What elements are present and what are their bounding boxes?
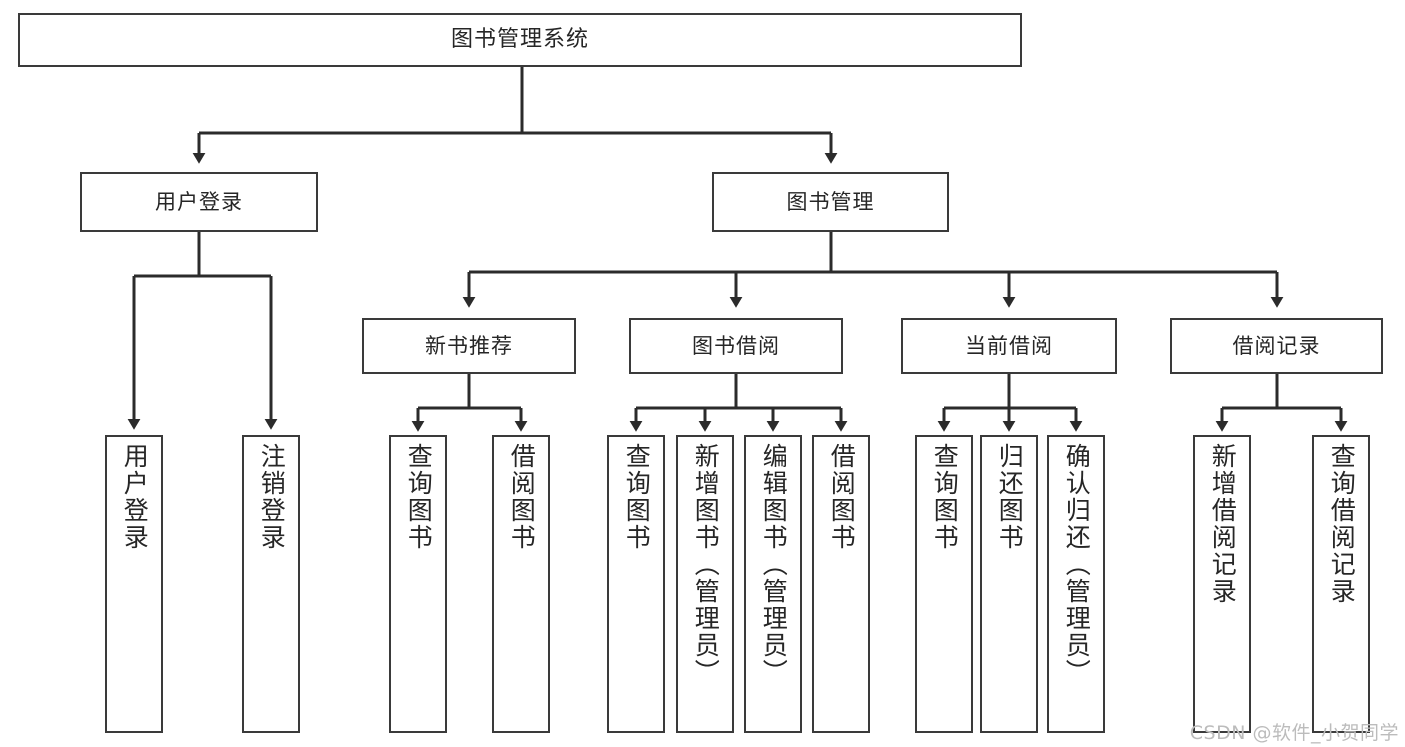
node-leaf-cb-return-book[interactable]: 归还图书 (980, 435, 1038, 733)
node-book-manage[interactable]: 图书管理 (712, 172, 949, 232)
node-leaf-br-add-record-label: 新增借阅记录 (1208, 443, 1238, 605)
node-leaf-br-query-record[interactable]: 查询借阅记录 (1312, 435, 1370, 733)
node-leaf-br-query-record-label: 查询借阅记录 (1327, 443, 1357, 605)
node-leaf-br-add-record[interactable]: 新增借阅记录 (1193, 435, 1251, 733)
node-leaf-cb-confirm-return[interactable]: 确认归还（管理员） (1047, 435, 1105, 733)
node-leaf-user-login[interactable]: 用户登录 (105, 435, 163, 733)
node-user-login-label: 用户登录 (155, 189, 243, 214)
node-leaf-cb-confirm-return-label: 确认归还（管理员） (1062, 443, 1092, 686)
node-leaf-bb-add-book-label: 新增图书（管理员） (691, 443, 721, 686)
node-leaf-cb-query-book-label: 查询图书 (930, 443, 960, 551)
node-book-manage-label: 图书管理 (786, 189, 875, 214)
node-current-borrow-label: 当前借阅 (965, 333, 1053, 358)
node-leaf-logout-label: 注销登录 (257, 443, 287, 551)
node-leaf-bb-edit-book[interactable]: 编辑图书（管理员） (744, 435, 802, 733)
node-book-borrow[interactable]: 图书借阅 (629, 318, 843, 374)
node-borrow-record-label: 借阅记录 (1232, 333, 1321, 358)
node-leaf-bb-query-book-label: 查询图书 (622, 443, 652, 551)
node-leaf-logout[interactable]: 注销登录 (242, 435, 300, 733)
node-leaf-cb-return-book-label: 归还图书 (995, 443, 1025, 551)
node-leaf-rec-borrow-book-label: 借阅图书 (507, 443, 537, 551)
node-root-label: 图书管理系统 (450, 27, 589, 53)
watermark: CSDN @软件_小贺同学 (1189, 722, 1399, 744)
node-borrow-record[interactable]: 借阅记录 (1170, 318, 1383, 374)
node-leaf-bb-query-book[interactable]: 查询图书 (607, 435, 665, 733)
node-leaf-cb-query-book[interactable]: 查询图书 (915, 435, 973, 733)
node-leaf-bb-edit-book-label: 编辑图书（管理员） (759, 443, 789, 686)
node-leaf-rec-query-book[interactable]: 查询图书 (389, 435, 447, 733)
node-current-borrow[interactable]: 当前借阅 (901, 318, 1117, 374)
node-root[interactable]: 图书管理系统 (18, 13, 1022, 67)
node-leaf-bb-borrow-book-label: 借阅图书 (827, 443, 857, 551)
node-book-borrow-label: 图书借阅 (692, 333, 780, 358)
node-leaf-user-login-label: 用户登录 (120, 443, 150, 551)
node-leaf-bb-borrow-book[interactable]: 借阅图书 (812, 435, 870, 733)
node-new-book-recommend[interactable]: 新书推荐 (362, 318, 576, 374)
node-leaf-rec-borrow-book[interactable]: 借阅图书 (492, 435, 550, 733)
node-user-login[interactable]: 用户登录 (80, 172, 318, 232)
node-leaf-rec-query-book-label: 查询图书 (404, 443, 434, 551)
node-new-book-recommend-label: 新书推荐 (425, 333, 513, 358)
node-leaf-bb-add-book[interactable]: 新增图书（管理员） (676, 435, 734, 733)
